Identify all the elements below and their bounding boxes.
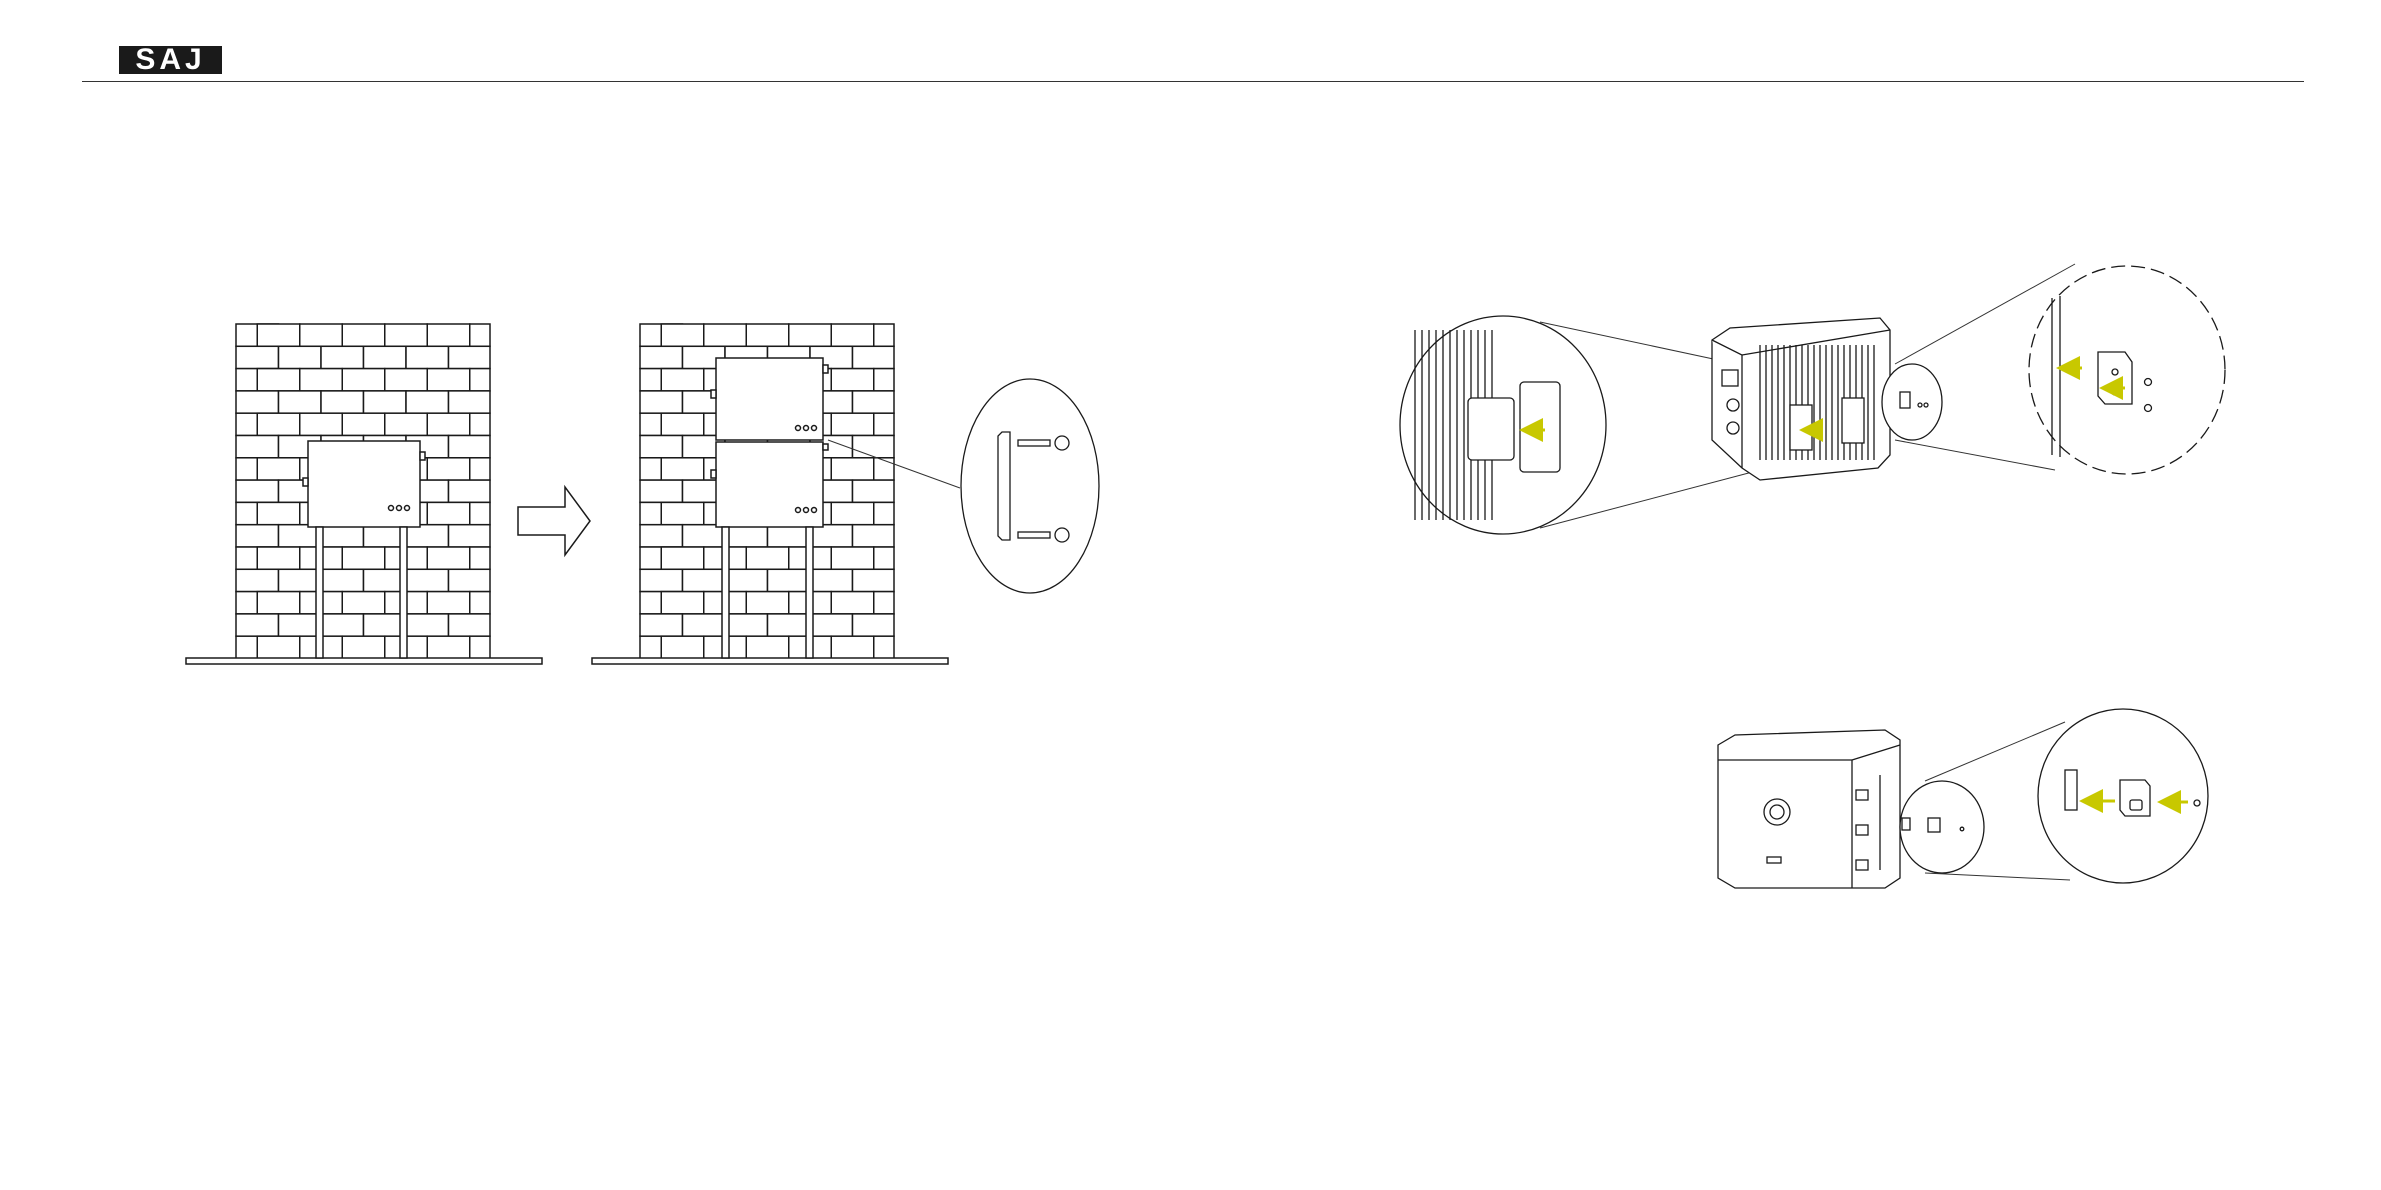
ground-plate-right xyxy=(592,658,948,664)
side-bracket-figure xyxy=(1400,264,2225,534)
ground-plate-left xyxy=(186,658,542,664)
battery-stack xyxy=(711,358,828,527)
next-step-arrow xyxy=(518,487,590,555)
bracket-detail-callout xyxy=(961,379,1099,593)
top-bracket-figure xyxy=(1718,709,2208,888)
battery-single-unit xyxy=(303,441,425,527)
